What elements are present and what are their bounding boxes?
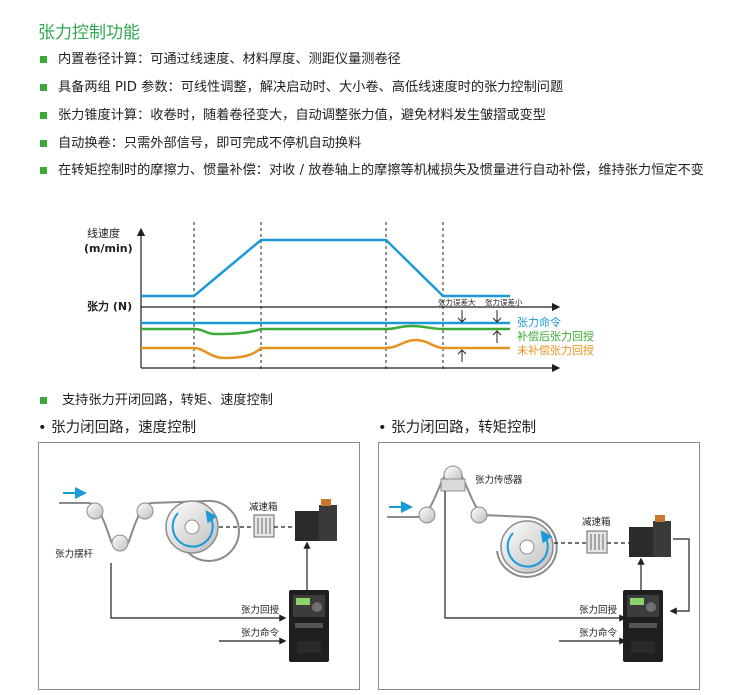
down-arrow-icon bbox=[492, 310, 502, 323]
servo-motor-body bbox=[319, 505, 337, 541]
right-heading: • 张力闭回路，转矩控制 bbox=[378, 420, 537, 436]
ac-drive-knob bbox=[646, 602, 656, 612]
gearbox bbox=[253, 514, 275, 538]
ac-drive-vent bbox=[297, 641, 321, 653]
feature-item-3: 张力锥度计算：收卷时，随着卷径变大，自动调整张力值，避免材料发生皱摺或变型 bbox=[38, 105, 728, 127]
compensated-feedback-line bbox=[141, 324, 510, 336]
dancer-label: 张力摆杆 bbox=[55, 548, 94, 560]
guide-roller bbox=[86, 502, 104, 520]
tension-graph: 线速度 (m/min) 张力 (N) 张力误差大 张力误差小 张力命令 补偿后张… bbox=[84, 222, 594, 373]
down-arrow-icon bbox=[457, 310, 467, 323]
feature-item-1: 内置卷径计算：可通过线速度、材料厚度、测距仪量测卷径 bbox=[38, 49, 728, 71]
rotation-arrow-icon bbox=[171, 510, 218, 548]
torque-control-drawing: 张力传感器 减速箱 张力回授 张力命令 bbox=[387, 465, 690, 662]
rotation-arrow-icon bbox=[506, 530, 553, 568]
motor-feedback-line bbox=[669, 538, 690, 615]
servo-motor bbox=[295, 511, 319, 541]
reel-hub bbox=[519, 539, 535, 555]
legend-tension-command: 张力命令 bbox=[517, 315, 561, 329]
uncompensated-feedback-line bbox=[141, 338, 510, 360]
feature-text: 具备两组 PID 参数：可线性调整，解决启动时、大小卷、高低线速度时的张力控制问… bbox=[58, 80, 564, 95]
line-speed-curve bbox=[141, 238, 510, 298]
speed-axis-label: 线速度 bbox=[87, 226, 120, 240]
torque-control-diagram: 张力传感器 减速箱 张力回授 张力命令 bbox=[378, 442, 700, 690]
bullet-square-icon bbox=[40, 84, 47, 91]
servo-motor-connector bbox=[655, 515, 665, 522]
section-title: 张力控制功能 bbox=[38, 23, 140, 43]
legend-uncompensated: 未补偿张力回授 bbox=[517, 343, 594, 357]
reel-hub bbox=[184, 519, 200, 535]
guide-roller bbox=[470, 506, 488, 524]
up-arrow-icon bbox=[457, 349, 467, 362]
feature-text: 在转矩控制时的摩擦力、惯量补偿：对收 / 放卷轴上的摩擦等机械损失及惯量进行自动… bbox=[58, 163, 704, 178]
legend-compensated: 补偿后张力回授 bbox=[517, 329, 594, 343]
ac-drive-display bbox=[630, 598, 644, 605]
speed-control-drawing: 减速箱 张力摆杆 张力回授 张力命令 bbox=[55, 487, 337, 662]
ac-drive-display bbox=[296, 598, 310, 605]
feedback-line bbox=[110, 563, 287, 622]
feature-item-5: 在转矩控制时的摩擦力、惯量补偿：对收 / 放卷轴上的摩擦等机械损失及惯量进行自动… bbox=[38, 160, 728, 182]
command-label: 张力命令 bbox=[241, 627, 280, 639]
guide-roller bbox=[418, 506, 436, 524]
gearbox bbox=[586, 530, 608, 554]
speed-control-diagram: 减速箱 张力摆杆 张力回授 张力命令 bbox=[38, 442, 360, 690]
speed-axis-unit: (m/min) bbox=[84, 242, 133, 255]
feedback-line bbox=[444, 491, 627, 622]
bullet-square-icon bbox=[40, 112, 47, 119]
tension-axis-label: 张力 (N) bbox=[87, 299, 132, 313]
feedback-label: 张力回授 bbox=[241, 604, 280, 616]
modes-note: 支持张力开闭回路，转矩、速度控制 bbox=[38, 390, 728, 412]
error-small-label: 张力误差小 bbox=[485, 297, 523, 307]
tension-sensor bbox=[440, 478, 466, 492]
bullet-square-icon bbox=[40, 167, 47, 174]
servo-motor bbox=[629, 527, 653, 557]
feature-item-2: 具备两组 PID 参数：可线性调整，解决启动时、大小卷、高低线速度时的张力控制问… bbox=[38, 77, 728, 99]
modes-note-text: 支持张力开闭回路，转矩、速度控制 bbox=[62, 393, 273, 408]
gearbox-label: 减速箱 bbox=[582, 516, 611, 528]
ac-drive-label-plate bbox=[295, 623, 323, 628]
ac-drive-knob bbox=[312, 602, 322, 612]
ac-drive-vent bbox=[631, 641, 655, 653]
left-heading: • 张力闭回路，速度控制 bbox=[38, 420, 197, 436]
feature-text: 内置卷径计算：可通过线速度、材料厚度、测距仪量测卷径 bbox=[58, 52, 401, 67]
ac-drive-label-plate bbox=[629, 623, 657, 628]
gearbox-teeth bbox=[257, 518, 271, 534]
bullet-square-icon bbox=[40, 397, 47, 404]
gearbox-label: 减速箱 bbox=[249, 501, 278, 513]
command-label: 张力命令 bbox=[579, 627, 618, 639]
guide-roller bbox=[136, 502, 154, 520]
error-big-label: 张力误差大 bbox=[438, 297, 476, 307]
bullet-square-icon bbox=[40, 140, 47, 147]
servo-motor-connector bbox=[321, 499, 331, 506]
dancer-roller bbox=[111, 534, 129, 552]
servo-motor-body bbox=[653, 521, 671, 557]
gearbox-teeth bbox=[590, 534, 604, 550]
bullet-square-icon bbox=[40, 56, 47, 63]
feature-text: 张力锥度计算：收卷时，随着卷径变大，自动调整张力值，避免材料发生皱摺或变型 bbox=[58, 108, 546, 123]
up-arrow-icon bbox=[492, 330, 502, 343]
feature-text: 自动换卷：只需外部信号，即可完成不停机自动换料 bbox=[58, 136, 362, 151]
sensor-label: 张力传感器 bbox=[475, 474, 523, 486]
material-web-wrap bbox=[496, 516, 558, 578]
feedback-label: 张力回授 bbox=[579, 604, 618, 616]
feature-item-4: 自动换卷：只需外部信号，即可完成不停机自动换料 bbox=[38, 133, 728, 155]
